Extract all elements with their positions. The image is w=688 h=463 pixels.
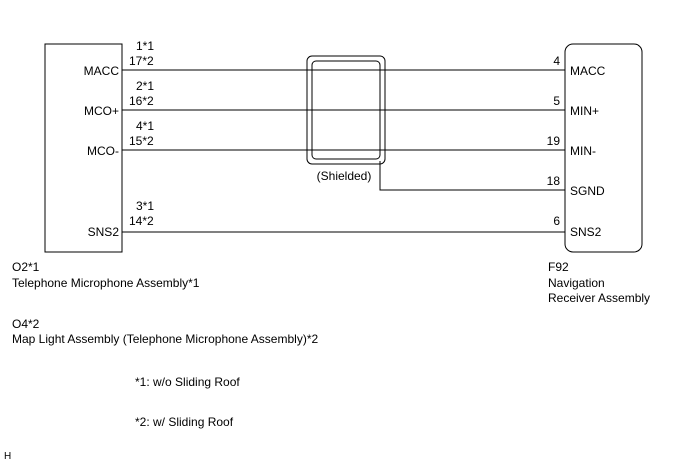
left-pin-macc: MACC — [84, 64, 120, 78]
shield-outer — [306, 55, 386, 165]
left-pin-number: 1*1 — [136, 39, 154, 53]
left-component-id-2: O4*2 — [12, 317, 40, 331]
left-pin-number: 15*2 — [129, 134, 154, 148]
right-pin-macc: MACC — [570, 64, 606, 78]
right-pin-number: 4 — [553, 54, 560, 68]
right-component-name-line1: Navigation — [548, 276, 605, 290]
right-component-name-line2: Receiver Assembly — [548, 291, 650, 305]
right-pin-sns2: SNS2 — [570, 225, 602, 239]
shield-inner — [311, 60, 381, 160]
right-pin-min-plus: MIN+ — [570, 104, 599, 118]
right-pin-sgnd: SGND — [570, 184, 605, 198]
corner-mark: H — [4, 451, 11, 462]
left-component-id-1: O2*1 — [12, 260, 40, 274]
left-pin-number: 16*2 — [129, 94, 154, 108]
right-component-id: F92 — [548, 260, 569, 274]
left-pin-number: 17*2 — [129, 54, 154, 68]
left-component-box — [44, 43, 123, 253]
right-pin-number: 18 — [547, 174, 561, 188]
left-component-name-1: Telephone Microphone Assembly*1 — [12, 276, 200, 290]
left-pin-sns2: SNS2 — [88, 225, 120, 239]
left-pin-mco-minus: MCO- — [87, 144, 119, 158]
right-pin-number: 19 — [547, 134, 561, 148]
right-pin-min-minus: MIN- — [570, 144, 596, 158]
left-pin-number: 2*1 — [136, 79, 154, 93]
note-2: *2: w/ Sliding Roof — [135, 415, 234, 429]
right-pin-number: 5 — [553, 94, 560, 108]
left-pin-number: 14*2 — [129, 214, 154, 228]
left-pin-number: 3*1 — [136, 199, 154, 213]
left-pin-mco-plus: MCO+ — [84, 104, 119, 118]
left-component-name-2: Map Light Assembly (Telephone Microphone… — [12, 332, 318, 346]
shield-label: (Shielded) — [317, 169, 372, 183]
right-pin-number: 6 — [553, 214, 560, 228]
wire-sgnd — [379, 161, 565, 191]
right-component-box — [564, 43, 643, 253]
note-1: *1: w/o Sliding Roof — [135, 375, 240, 389]
left-pin-number: 4*1 — [136, 119, 154, 133]
